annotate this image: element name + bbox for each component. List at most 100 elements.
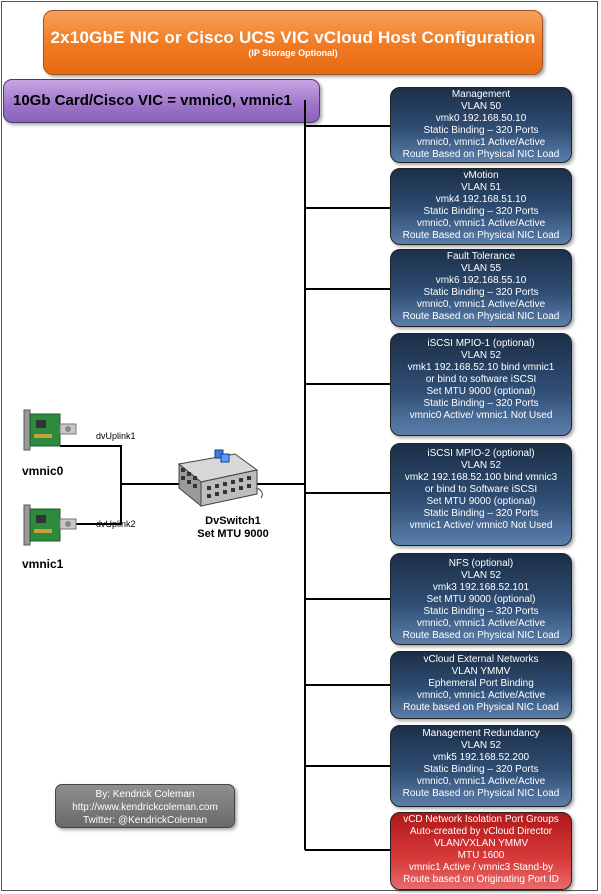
isolation-port-group-box: vCD Network Isolation Port Groups Auto-c… (390, 812, 572, 890)
port-group-box: iSCSI MPIO-2 (optional) VLAN 52 vmk2 192… (390, 443, 572, 546)
pg-line: vCD Network Isolation Port Groups (403, 814, 559, 825)
pg-connector (305, 207, 391, 209)
main-trunk-line (304, 123, 306, 850)
pg-line: Route Based on Physical NIC Load (402, 230, 560, 241)
switch-mtu: Set MTU 9000 (197, 528, 269, 540)
port-group-box: Management Redundancy VLAN 52 vmk5 192.1… (390, 725, 572, 807)
nic-name: vmnic1 (22, 557, 64, 571)
pg-line: vmnic1 Active / vmnic3 Stand-by (409, 862, 553, 873)
port-group-box: vCloud External Networks VLAN YMMV Ephem… (390, 651, 572, 719)
pg-line: Static Binding – 320 Ports (423, 764, 539, 775)
pg-line: Static Binding – 320 Ports (423, 398, 539, 409)
author-box: By: Kendrick Coleman http://www.kendrick… (55, 784, 235, 828)
pg-connector (305, 125, 391, 127)
pg-line: vmk3 192.168.52.101 (432, 582, 530, 593)
pg-line: Static Binding – 320 Ports (423, 206, 539, 217)
pg-line: vMotion (463, 170, 499, 181)
pg-line: vmnic0, vmnic1 Active/Active (416, 776, 546, 787)
pg-line: VLAN YMMV (451, 666, 511, 677)
nic1-link-line (60, 523, 122, 525)
pg-line: Route Based on Physical NIC Load (402, 311, 560, 322)
pg-connector (305, 492, 391, 494)
pg-line: vmk4 192.168.51.10 (435, 194, 527, 205)
pg-line: iSCSI MPIO-1 (optional) (427, 338, 535, 349)
pg-connector (305, 598, 391, 600)
pg-line: VLAN/VXLAN YMMV (433, 838, 529, 849)
pg-line: VLAN 50 (460, 101, 502, 112)
pg-line: or bind to software iSCSI (425, 374, 537, 385)
pg-line: vmnic1 Active/ vmnic0 Not Used (409, 520, 553, 531)
port-group-box: iSCSI MPIO-1 (optional) VLAN 52 vmk1 192… (390, 333, 572, 436)
nic0-link-line (60, 445, 122, 447)
pg-line: or bind to Software iSCSI (424, 484, 538, 495)
pg-line: vmnic0, vmnic1 Active/Active (416, 690, 546, 701)
pg-line: VLAN 52 (460, 350, 502, 361)
card-label: 10Gb Card/Cisco VIC = vmnic0, vmnic1 (13, 92, 292, 109)
author-name: By: Kendrick Coleman (95, 789, 195, 800)
switch-icon (177, 449, 263, 508)
nic-card-icon (23, 409, 77, 451)
pg-connector (305, 765, 391, 767)
pg-line: VLAN 52 (460, 570, 502, 581)
pg-line: Set MTU 9000 (optional) (426, 496, 536, 507)
pg-line: VLAN 51 (460, 182, 502, 193)
author-url: http://www.kendrickcoleman.com (72, 802, 218, 813)
title-main: 2x10GbE NIC or Cisco UCS VIC vCloud Host… (50, 28, 536, 47)
port-group-box: NFS (optional) VLAN 52 vmk3 192.168.52.1… (390, 553, 572, 645)
pg-line: Set MTU 9000 (optional) (426, 386, 536, 397)
pg-line: iSCSI MPIO-2 (optional) (427, 448, 535, 459)
pg-line: Route Based on Physical NIC Load (402, 149, 560, 160)
pg-line: MTU 1600 (457, 850, 505, 861)
pg-line: Route based on Physical NIC Load (403, 702, 559, 713)
pg-line: Fault Tolerance (446, 251, 516, 262)
pg-line: Route Based on Physical NIC Load (402, 630, 560, 641)
pg-line: vmnic0, vmnic1 Active/Active (416, 218, 546, 229)
author-twitter: Twitter: @KendrickColeman (82, 815, 208, 826)
pg-line: Management (451, 89, 511, 100)
pg-line: Set MTU 9000 (optional) (426, 594, 536, 605)
pg-line: vCloud External Networks (423, 654, 539, 665)
switch-name: DvSwitch1 (205, 515, 261, 527)
pg-line: Static Binding – 320 Ports (423, 508, 539, 519)
port-group-box: Fault Tolerance VLAN 55 vmk6 192.168.55.… (390, 249, 572, 327)
pg-connector (305, 288, 391, 290)
pg-line: Management Redundancy (422, 728, 540, 739)
title-subtitle: (IP Storage Optional) (248, 48, 338, 58)
pg-line: vmk6 192.168.55.10 (435, 275, 527, 286)
pg-line: Route Based on Physical NIC Load (402, 788, 560, 799)
pg-line: NFS (optional) (448, 558, 514, 569)
pg-line: VLAN 55 (460, 263, 502, 274)
port-group-box: Management VLAN 50 vmk0 192.168.50.10 St… (390, 87, 572, 163)
pg-line: Static Binding – 320 Ports (423, 287, 539, 298)
pg-line: vmnic0 Active/ vmnic1 Not Used (409, 410, 553, 421)
pg-line: vmk0 192.168.50.10 (435, 113, 527, 124)
pg-line: Route based on Originating Port ID (403, 874, 559, 885)
pg-line: Auto-created by vCloud Director (409, 826, 553, 837)
pg-connector (305, 383, 391, 385)
pg-line: VLAN 52 (460, 740, 502, 751)
pg-line: vmnic0, vmnic1 Active/Active (416, 137, 546, 148)
pg-line: VLAN 52 (460, 460, 502, 471)
trunk-to-card-line (304, 100, 306, 123)
uplink-label: dvUplink2 (96, 519, 136, 529)
pg-line: vmk2 192.168.52.100 bind vmnic3 (404, 472, 558, 483)
uplink-to-switch-line (120, 483, 180, 485)
pg-line: Ephemeral Port Binding (428, 678, 534, 689)
pg-line: vmk1 192.168.52.10 bind vmnic1 (407, 362, 555, 373)
port-group-box: vMotion VLAN 51 vmk4 192.168.51.10 Stati… (390, 168, 572, 245)
diagram-title: 2x10GbE NIC or Cisco UCS VIC vCloud Host… (43, 10, 543, 75)
pg-line: vmnic0, vmnic1 Active/Active (416, 618, 546, 629)
switch-to-trunk-line (255, 483, 305, 485)
uplink-label: dvUplink1 (96, 431, 136, 441)
switch-label: DvSwitch1 Set MTU 9000 (183, 515, 283, 541)
pg-connector (305, 849, 391, 851)
pg-line: Static Binding – 320 Ports (423, 125, 539, 136)
nic-card-icon (23, 504, 77, 546)
card-label-box: 10Gb Card/Cisco VIC = vmnic0, vmnic1 (3, 79, 320, 123)
pg-line: vmk5 192.168.52.200 (432, 752, 530, 763)
nic-name: vmnic0 (22, 464, 64, 478)
pg-line: Static Binding – 320 Ports (423, 606, 539, 617)
pg-line: vmnic0, vmnic1 Active/Active (416, 299, 546, 310)
pg-connector (305, 684, 391, 686)
